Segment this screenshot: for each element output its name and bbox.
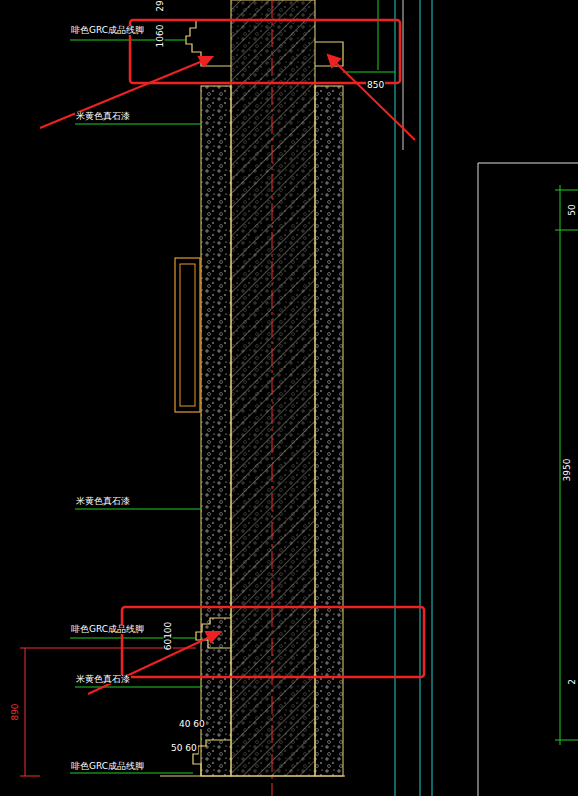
dimension-text: 850: [366, 81, 385, 90]
material-label: 啡色GRC成品线脚: [70, 762, 145, 771]
material-label: 米黄色真石漆: [75, 675, 131, 684]
material-label: 米黄色真石漆: [75, 112, 131, 121]
concrete-core: [231, 0, 315, 776]
dimension-text: 60100: [164, 621, 173, 652]
plaster-left: [201, 86, 231, 776]
dimension-text: 2: [568, 678, 577, 686]
material-label: 啡色GRC成品线脚: [70, 625, 145, 634]
dimension-text: 50: [568, 203, 577, 216]
dimension-text: 50 60: [170, 744, 198, 753]
dimension-text: 1060: [156, 24, 165, 49]
dimension-text: 29: [156, 0, 165, 13]
dimension-text: 3950: [563, 458, 572, 483]
material-label: 米黄色真石漆: [75, 497, 131, 506]
grc-molding: [160, 20, 345, 776]
dimension-text: 890: [11, 702, 20, 721]
material-label: 啡色GRC成品线脚: [70, 26, 145, 35]
plaster-right: [315, 86, 343, 776]
dimension-text: 40 60: [178, 720, 206, 729]
